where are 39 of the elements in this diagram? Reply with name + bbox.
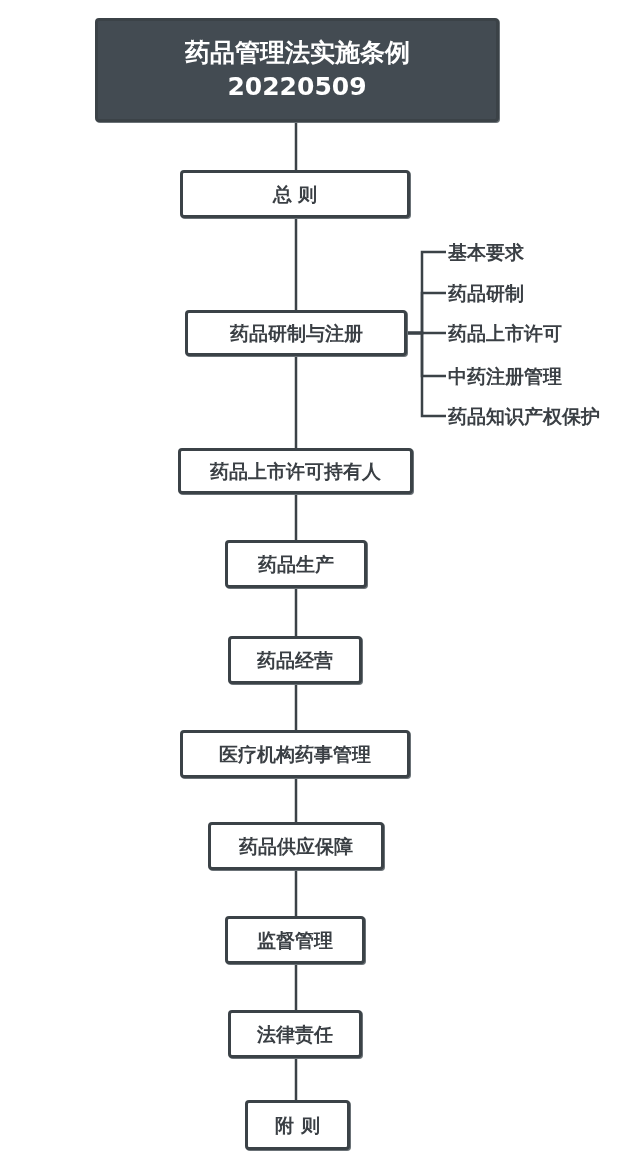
section-box (228, 636, 362, 684)
connector-line (407, 331, 446, 418)
branch-label: 中药注册管理 (448, 362, 562, 390)
connector-line (294, 122, 298, 170)
branch-label: 药品上市许可 (448, 319, 562, 347)
section-label: 药品上市许可持有人 (210, 459, 381, 483)
section-box (245, 1100, 350, 1150)
connector-line (294, 778, 298, 822)
connector-line (294, 684, 298, 730)
connector-line (294, 870, 298, 916)
section-label: 药品供应保障 (239, 834, 353, 858)
connector-line (294, 588, 298, 636)
section-label: 法律责任 (257, 1022, 333, 1046)
section-box (225, 540, 367, 588)
section-box (180, 730, 410, 778)
branch-label: 药品知识产权保护 (448, 402, 600, 430)
section-label: 药品经营 (257, 648, 333, 672)
section-box (178, 448, 413, 494)
section-label: 医疗机构药事管理 (219, 742, 371, 766)
connector-line (294, 964, 298, 1010)
section-box (180, 170, 410, 218)
title-text: 药品管理法实施条例 (184, 37, 410, 69)
title-box (95, 18, 499, 122)
section-label: 附 则 (275, 1113, 320, 1137)
section-box (208, 822, 384, 870)
connector-line (294, 218, 298, 310)
section-label: 总 则 (272, 182, 318, 206)
section-label: 药品研制与注册 (229, 321, 363, 345)
branch-label: 药品研制 (448, 279, 524, 307)
section-label: 监督管理 (257, 928, 333, 952)
section-box (225, 916, 365, 964)
title-text: 20220509 (227, 71, 367, 103)
section-label: 药品生产 (258, 552, 334, 576)
connector-line (294, 356, 298, 448)
section-box (228, 1010, 362, 1058)
section-box (185, 310, 407, 356)
connector-line (294, 1058, 298, 1100)
connector-line (294, 494, 298, 540)
branch-label: 基本要求 (448, 238, 524, 266)
